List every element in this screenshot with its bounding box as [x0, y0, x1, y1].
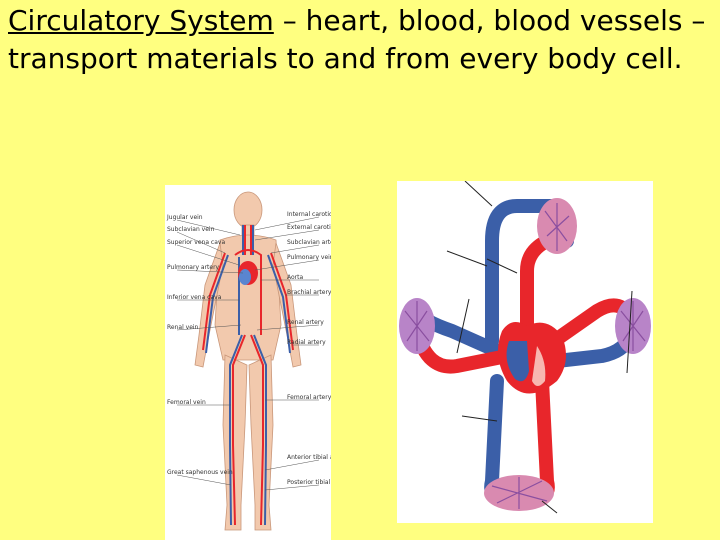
slide-term: Circulatory System — [8, 4, 274, 37]
right-vessel-label: Internal carotid — [287, 211, 331, 218]
right-vessel-label: Femoral artery — [287, 394, 331, 401]
left-vessel-label: Jugular vein — [166, 214, 203, 221]
right-vessel-label: Pulmonary vein — [287, 254, 331, 261]
left-vessel-label: Superior vena cava — [167, 239, 225, 246]
right-vessel-label: Brachial artery — [287, 289, 331, 296]
left-vessel-label: Renal vein — [167, 324, 199, 331]
left-vessel-label: Pulmonary artery — [167, 264, 220, 271]
slide-definition: – heart, blood, blood vessels – transpor… — [8, 4, 706, 75]
slide-text: Circulatory System – heart, blood, blood… — [8, 2, 708, 78]
circulation-loop-illustration — [399, 181, 651, 514]
right-vessel-label: Subclavian artery — [287, 239, 331, 246]
left-vessel-label: Femoral vein — [167, 399, 206, 406]
right-vessel-label: Anterior tibial artery — [287, 454, 331, 461]
left-vessel-label: Subclavian vein — [167, 226, 215, 233]
right-vessel-label: Renal artery — [287, 319, 324, 326]
right-vessel-label: External carotid — [287, 224, 331, 231]
right-vessel-label: Posterior tibial artery — [287, 479, 331, 486]
left-vessel-label: Inferior vena cava — [167, 294, 222, 301]
left-vessel-label: Great saphenous vein — [167, 469, 233, 476]
circulation-loop-diagram — [397, 181, 653, 523]
right-vessel-label: Radial artery — [287, 339, 326, 346]
right-vessel-label: Aorta — [287, 274, 303, 281]
